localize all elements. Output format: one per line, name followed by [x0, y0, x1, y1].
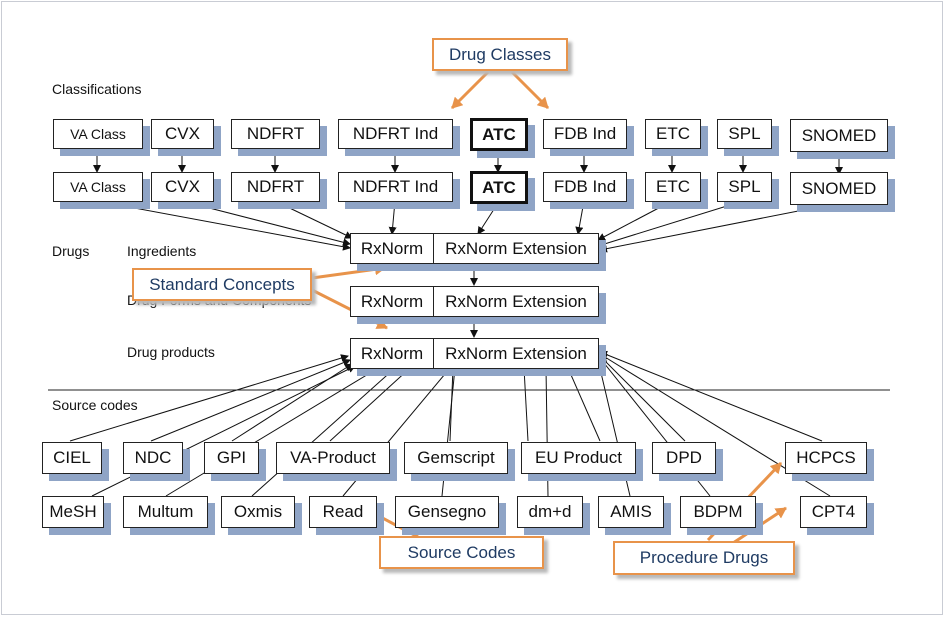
rxnorm-label: RxNorm — [351, 287, 434, 316]
rxnorm-extension-label: RxNorm Extension — [445, 291, 587, 311]
source-box-oxmis: Oxmis — [221, 496, 295, 528]
rxnorm-extension-label: RxNorm Extension — [445, 343, 587, 363]
source-box-gemscript: Gemscript — [404, 442, 508, 474]
class-box-ndfrt-ind: NDFRT Ind — [338, 119, 453, 149]
source-box-gpi: GPI — [204, 442, 259, 474]
classifications-label: Classifications — [52, 81, 142, 97]
callout-standard-concepts: Standard Concepts — [132, 268, 312, 301]
drug-products-label: Drug products — [127, 344, 215, 360]
callout-drug-classes: Drug Classes — [432, 38, 568, 71]
source-box-ndc: NDC — [123, 442, 183, 474]
class-box-etc-2: ETC — [645, 172, 701, 202]
source-box-cpt4: CPT4 — [800, 496, 867, 528]
rxnorm-label: RxNorm — [351, 234, 434, 263]
source-box-read: Read — [309, 496, 377, 528]
class-box-atc-2: ATC — [470, 171, 528, 204]
rxnorm-drug-products: RxNorm RxNorm Extension — [350, 338, 599, 369]
class-box-cvx-2: CVX — [151, 172, 214, 202]
class-box-fdb-ind-2: FDB Ind — [543, 172, 627, 202]
class-box-cvx: CVX — [151, 119, 214, 149]
source-box-multum: Multum — [123, 496, 208, 528]
class-box-atc: ATC — [470, 118, 528, 151]
rxnorm-drug-forms: RxNorm RxNorm Extension — [350, 286, 599, 317]
class-box-etc: ETC — [645, 119, 701, 149]
source-box-hcpcs: HCPCS — [785, 442, 867, 474]
callout-procedure-drugs: Procedure Drugs — [613, 541, 795, 575]
class-box-spl: SPL — [717, 119, 772, 149]
rxnorm-label: RxNorm — [351, 339, 434, 368]
source-box-dpd: DPD — [652, 442, 716, 474]
class-box-spl-2: SPL — [717, 172, 772, 202]
source-box-amis: AMIS — [598, 496, 664, 528]
source-box-eu-product: EU Product — [521, 442, 636, 474]
source-box-bdpm: BDPM — [680, 496, 756, 528]
class-box-va-class: VA Class — [53, 119, 143, 149]
drugs-label: Drugs — [52, 243, 90, 259]
class-box-ndfrt-ind-2: NDFRT Ind — [338, 172, 453, 202]
class-box-va-class-2: VA Class — [53, 172, 143, 202]
class-box-snomed: SNOMED — [790, 119, 888, 152]
source-codes-label: Source codes — [52, 397, 138, 413]
class-box-fdb-ind: FDB Ind — [543, 119, 627, 149]
source-box-va-product: VA-Product — [276, 442, 390, 474]
class-box-ndfrt: NDFRT — [231, 119, 320, 149]
source-box-dmd: dm+d — [517, 496, 583, 528]
source-box-gensegno: Gensegno — [395, 496, 499, 528]
source-box-mesh: MeSH — [42, 496, 104, 528]
class-box-ndfrt-2: NDFRT — [231, 172, 320, 202]
class-box-snomed-2: SNOMED — [790, 172, 888, 205]
source-box-ciel: CIEL — [42, 442, 102, 474]
rxnorm-ingredients: RxNorm RxNorm Extension — [350, 233, 599, 264]
callout-source-codes: Source Codes — [379, 536, 544, 569]
rxnorm-extension-label: RxNorm Extension — [445, 238, 587, 258]
ingredients-label: Ingredients — [127, 243, 197, 259]
